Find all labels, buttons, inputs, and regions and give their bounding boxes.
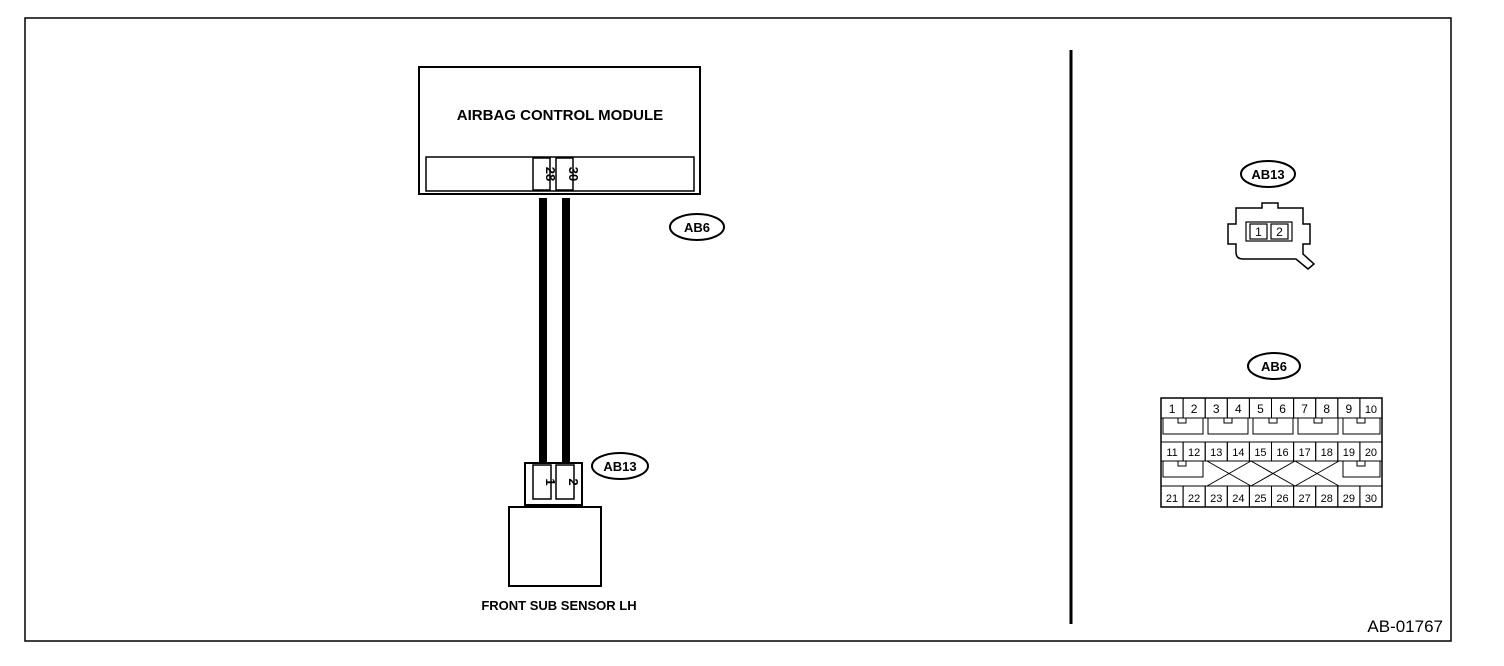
module-pin-28: 28 [543, 167, 558, 181]
ab13-face-pin-2: 2 [1276, 225, 1283, 239]
ab6-pin-20: 20 [1365, 447, 1377, 459]
ab6-pin-28: 28 [1321, 493, 1333, 505]
ab6-pin-19: 19 [1343, 447, 1355, 459]
front-sub-sensor: 1 2 FRONT SUB SENSOR LH [481, 462, 637, 613]
airbag-control-module: AIRBAG CONTROL MODULE 28 30 [418, 66, 701, 195]
sensor-title: FRONT SUB SENSOR LH [481, 598, 636, 613]
ab6-pin-9: 9 [1346, 402, 1353, 416]
module-pin-30: 30 [566, 167, 581, 181]
ab6-face-label: AB6 [1261, 359, 1287, 374]
ab6-pin-23: 23 [1210, 493, 1222, 505]
ab6-pin-cell [1359, 485, 1383, 508]
ab6-pin-7: 7 [1301, 402, 1308, 416]
ab6-pin-21: 21 [1166, 493, 1178, 505]
ab6-pin-3: 3 [1213, 402, 1220, 416]
ab13-face-pin-1: 1 [1255, 225, 1262, 239]
ab6-pin-4: 4 [1235, 402, 1242, 416]
ab6-callout: AB6 [669, 213, 725, 241]
ab6-callout-label: AB6 [684, 220, 710, 235]
ab6-pin-30: 30 [1365, 493, 1377, 505]
ab6-pin-2: 2 [1191, 402, 1198, 416]
ab13-callout: AB13 [591, 452, 649, 480]
module-title: AIRBAG CONTROL MODULE [457, 107, 663, 124]
ab6-pin-12: 12 [1188, 447, 1200, 459]
sensor-body [508, 506, 602, 587]
ab6-pin-22: 22 [1188, 493, 1200, 505]
ab6-pin-16: 16 [1276, 447, 1288, 459]
sensor-pin-1: 1 [543, 478, 558, 485]
sensor-pin-2: 2 [566, 478, 581, 485]
ab6-pin-8: 8 [1323, 402, 1330, 416]
ab13-face-label: AB13 [1251, 167, 1284, 182]
ab6-connector-face: AB6 [1160, 352, 1383, 508]
diagram-frame [24, 17, 1452, 642]
ab6-pin-17: 17 [1299, 447, 1311, 459]
ab6-pin-14: 14 [1232, 447, 1244, 459]
ab6-pin-29: 29 [1343, 493, 1355, 505]
ab6-pin-1: 1 [1169, 402, 1176, 416]
ab6-pin-15: 15 [1254, 447, 1266, 459]
ab6-pin-cell [1359, 441, 1383, 462]
figure-id: AB-01767 [1367, 617, 1443, 636]
ab13-callout-label: AB13 [603, 459, 636, 474]
ab13-connector-face: AB13 1 2 [1227, 160, 1316, 270]
harness-wires [539, 198, 570, 464]
ab6-pin-5: 5 [1257, 402, 1264, 416]
ab6-pin-24: 24 [1232, 493, 1244, 505]
ab6-pin-26: 26 [1276, 493, 1288, 505]
ab6-pin-18: 18 [1321, 447, 1333, 459]
ab6-pin-6: 6 [1279, 402, 1286, 416]
ab6-pin-11: 11 [1166, 447, 1177, 459]
ab6-pin-10: 10 [1365, 404, 1377, 416]
ab6-pin-25: 25 [1254, 493, 1266, 505]
ab6-pin-cell [1359, 397, 1383, 419]
ab6-pin-27: 27 [1299, 493, 1311, 505]
ab6-pin-13: 13 [1210, 447, 1222, 459]
